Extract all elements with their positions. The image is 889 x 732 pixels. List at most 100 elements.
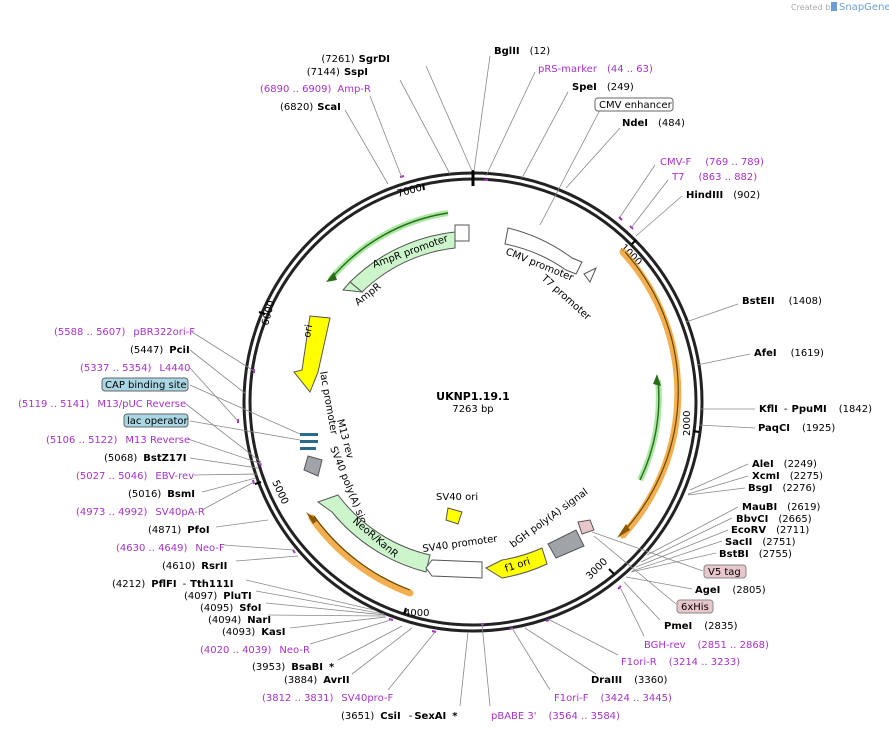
green-feature-right-arrow-icon <box>653 374 661 386</box>
v5-tag-box <box>703 564 747 579</box>
tick-mark-3000 <box>608 568 615 575</box>
leader-sv40pro-f <box>387 631 436 691</box>
primer-mark-neo-r <box>388 618 394 621</box>
leader-bstz17i <box>189 457 259 469</box>
leader-sv40pa-r <box>201 481 255 511</box>
leader-agei <box>625 576 693 590</box>
primer-mark-amp-r <box>399 175 405 178</box>
leader-paqci <box>698 424 756 429</box>
m13-reverse-label: (5106 .. 5122)M13 Reverse <box>46 435 190 446</box>
orange-feature-right-arrow-icon <box>617 524 630 538</box>
orange-feature-left-arrow-icon <box>306 512 318 524</box>
leader-l4440 <box>189 367 239 422</box>
leader-rsrii <box>235 555 299 562</box>
ampr-arrow-head-icon <box>341 281 364 293</box>
avrii-label: (3884)AvrII <box>284 675 350 686</box>
leader-sacii <box>631 540 723 572</box>
green-feature-top-arrow-icon <box>326 272 337 282</box>
tick-mark-6000 <box>258 311 266 315</box>
tick-mark-4000 <box>403 607 407 615</box>
kfli-label: KflI-PpuMI(1842) <box>759 404 872 415</box>
leader-plui <box>255 590 385 615</box>
leader-amp-r <box>369 95 403 179</box>
his-tag-label: 6xHis <box>681 602 709 613</box>
pbr322ori-f-label: (5588 .. 5607)pBR322ori-F <box>54 327 195 338</box>
leader-pbabe <box>481 623 491 707</box>
sv40pa-r-label: (4973 .. 4992)SV40pA-R <box>76 507 205 518</box>
afei-label: AfeI(1619) <box>754 348 824 359</box>
leader-bsmi <box>201 477 257 493</box>
plui-label: (4097)PluTI <box>184 591 252 602</box>
cmv-enhancer-box <box>594 97 674 112</box>
his-tag-box <box>676 599 714 614</box>
sspi-label: (7144)SspI <box>307 67 368 78</box>
amp-r-primer-label: (6890 .. 6909)Amp-R <box>260 84 371 95</box>
primer-mark-cmv-f <box>618 216 623 221</box>
sfoi-label: (4095)SfoI <box>200 603 261 614</box>
lac-feature-stripe-2 <box>300 440 318 443</box>
leader-bsabi <box>337 625 403 661</box>
leader-m13-reverse <box>187 438 263 465</box>
leader-alei <box>689 463 749 491</box>
leader-sfoi <box>265 602 386 616</box>
leader-scai <box>344 109 389 185</box>
sv40-ori-label: SV40 ori <box>436 492 478 503</box>
green-feature-top-strand <box>329 212 449 281</box>
bsgi-label: BsgI(2276) <box>748 483 816 494</box>
leader-f1ori-r <box>547 618 619 656</box>
leader-afei <box>696 353 751 366</box>
f1ori-r-label: F1ori-R(3214 .. 3233) <box>621 657 740 668</box>
plasmid-name: UKNP1.19.1 <box>436 390 510 403</box>
ampr-promoter-box <box>454 224 470 242</box>
primer-mark-bgh-rev <box>617 585 622 590</box>
leader-cap <box>189 384 301 435</box>
leader-pfoi <box>215 519 269 528</box>
sv40-promoter-label: SV40 promoter <box>422 533 499 555</box>
bsabi-label: (3953)BsaBI* <box>252 662 335 673</box>
orange-feature-right-strand <box>624 251 679 531</box>
leader-maubi <box>646 506 739 556</box>
ori-label: ori <box>302 324 315 339</box>
leader-avrii <box>351 627 413 675</box>
bstz17i-label: (5068)BstZ17I <box>104 453 187 464</box>
xcmi-label: XcmI(2275) <box>752 471 823 482</box>
leader-pflfi <box>245 579 375 611</box>
bbvci-label: BbvCI(2665) <box>736 514 812 525</box>
t7-label: T7(863 .. 882) <box>671 172 757 183</box>
m13-puc-reverse-label: (5119 .. 5141)M13/pUC Reverse <box>18 399 186 410</box>
leader-hindiii <box>635 195 683 237</box>
cap-site-box <box>101 377 189 392</box>
leader-v5 <box>591 531 704 572</box>
maubi-label: MauBI(2619) <box>742 502 821 513</box>
draiii-label: DraIII(3360) <box>591 675 668 686</box>
leader-nari <box>267 614 386 617</box>
primer-mark-sv40pro-f <box>431 630 437 633</box>
rsrii-label: (4610)RsrII <box>162 561 227 572</box>
t7-promoter-arrow-icon <box>583 266 597 283</box>
neo-f-label: (4630 .. 4649)Neo-F <box>116 543 225 554</box>
leader-bglii <box>473 55 491 172</box>
v5-his-feature-box <box>577 519 595 535</box>
leader-csii <box>459 631 469 707</box>
bglii-label: BglII(12) <box>494 46 550 57</box>
leader-t7 <box>630 179 669 229</box>
pcii-label: (5447)PciI <box>130 345 190 356</box>
leader-lac-operator <box>189 420 301 441</box>
kasi-label: (4093)KasI <box>222 627 285 638</box>
ecorv-label: EcoRV(2711) <box>731 525 809 536</box>
lac-operator-box <box>123 413 189 428</box>
bsmi-label: (5016)BsmI <box>128 489 195 500</box>
pbabe3-label: pBABE 3'(3564 .. 3584) <box>491 711 620 722</box>
hindiii-label: HindIII(902) <box>686 190 760 201</box>
pfoi-label: (4871)PfoI <box>148 525 210 536</box>
csii-label: (3651)CsiI-SexAI* <box>341 711 458 722</box>
leader-kasi <box>289 616 387 629</box>
sv40-ori-box <box>445 507 463 525</box>
leader-bstbi <box>630 552 717 573</box>
lac-operator-label: lac operator <box>127 416 188 427</box>
leader-f1ori-f <box>511 627 551 691</box>
leader-bsteii <box>685 303 739 323</box>
ebv-rev-label: (5027 .. 5046)EBV-rev <box>76 471 194 482</box>
